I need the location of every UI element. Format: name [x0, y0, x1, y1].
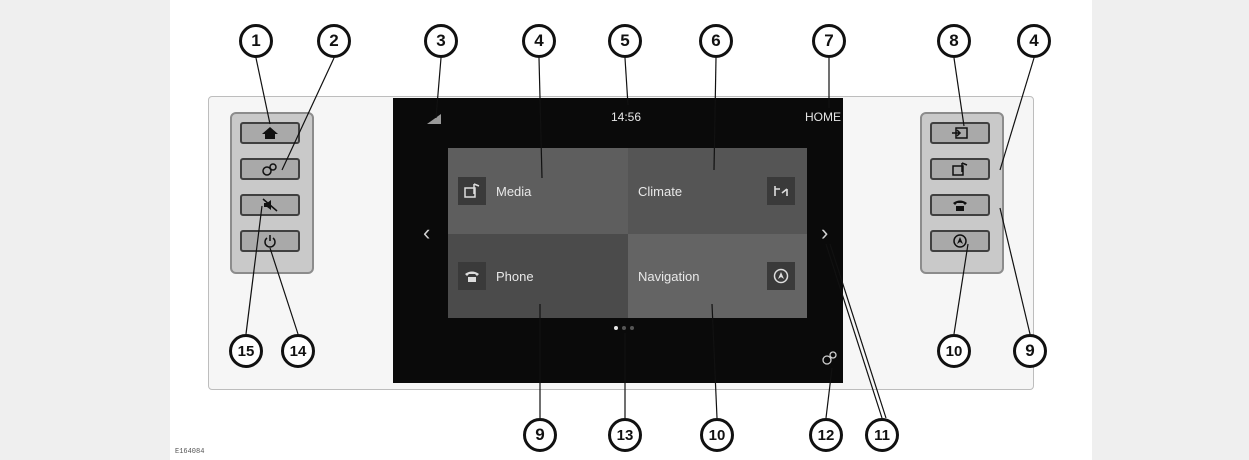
tile-navigation-label: Navigation — [638, 268, 700, 284]
power-icon — [264, 235, 276, 248]
phone-icon — [953, 200, 967, 211]
callout-8: 8 — [937, 24, 971, 58]
phone-button[interactable] — [930, 194, 990, 216]
leader-line — [999, 57, 1035, 171]
leader-line — [269, 247, 299, 335]
tile-phone[interactable]: Phone — [448, 234, 628, 318]
source-button[interactable] — [930, 122, 990, 144]
climate-icon — [774, 186, 788, 196]
leader-line — [255, 57, 271, 125]
home-icon — [262, 127, 278, 139]
page-dot-active — [614, 326, 618, 330]
mute-icon — [262, 198, 278, 212]
home-label[interactable]: HOME — [805, 110, 841, 124]
tile-media-label: Media — [496, 183, 532, 199]
leader-line — [435, 57, 442, 119]
navigation-tile-icon — [767, 262, 795, 290]
leader-line — [713, 57, 717, 171]
mute-button[interactable] — [240, 194, 300, 216]
navigation-icon — [953, 234, 967, 248]
callout-13: 13 — [608, 418, 642, 452]
leader-line — [624, 57, 629, 106]
callout-3: 3 — [424, 24, 458, 58]
right-button-panel — [920, 112, 1004, 274]
callout-4: 4 — [522, 24, 556, 58]
figure-code: E164084 — [175, 448, 205, 456]
phone-icon — [465, 271, 479, 282]
callout-14: 14 — [281, 334, 315, 368]
settings-link-icon — [262, 163, 277, 176]
source-icon — [952, 127, 968, 139]
callout-11: 11 — [865, 418, 899, 452]
callout-7: 7 — [812, 24, 846, 58]
tile-navigation[interactable]: Navigation — [628, 234, 807, 318]
chevron-left-icon[interactable]: ‹ — [423, 220, 431, 245]
signal-icon — [427, 114, 441, 124]
touchscreen: 14:56 HOME ‹ › Media Climate Phone Navig… — [393, 98, 843, 383]
callout-12: 12 — [809, 418, 843, 452]
page-dot — [630, 326, 634, 330]
media-button[interactable] — [930, 158, 990, 180]
media-icon — [464, 183, 480, 198]
leader-line — [711, 303, 718, 419]
tile-climate[interactable]: Climate — [628, 148, 807, 234]
page-dot — [622, 326, 626, 330]
climate-tile-icon — [767, 177, 795, 205]
media-tile-icon — [458, 177, 486, 205]
callout-4-right: 4 — [1017, 24, 1051, 58]
callout-10-right: 10 — [937, 334, 971, 368]
callout-9-right: 9 — [1013, 334, 1047, 368]
phone-tile-icon — [458, 262, 486, 290]
callout-9-left: 9 — [523, 418, 557, 452]
leader-line — [829, 243, 887, 419]
callout-5: 5 — [608, 24, 642, 58]
callout-2: 2 — [317, 24, 351, 58]
leader-line — [825, 367, 833, 419]
callout-15: 15 — [229, 334, 263, 368]
leader-line — [245, 205, 263, 335]
tile-climate-label: Climate — [638, 183, 683, 199]
settings-link-icon[interactable] — [821, 350, 839, 366]
power-button[interactable] — [240, 230, 300, 252]
leader-line — [953, 57, 965, 127]
navigation-button[interactable] — [930, 230, 990, 252]
page-dots — [614, 326, 634, 330]
callout-10-center: 10 — [700, 418, 734, 452]
chevron-right-icon[interactable]: › — [821, 220, 829, 245]
clock: 14:56 — [611, 110, 642, 124]
media-icon — [952, 162, 968, 176]
navigation-icon — [773, 268, 789, 284]
leader-line — [538, 57, 543, 179]
leader-line — [999, 207, 1031, 335]
tile-media[interactable]: Media — [448, 148, 628, 234]
callout-6: 6 — [699, 24, 733, 58]
leader-line — [281, 57, 335, 171]
leader-line — [825, 243, 883, 419]
callout-1: 1 — [239, 24, 273, 58]
leader-line — [953, 243, 969, 335]
tile-phone-label: Phone — [496, 268, 534, 284]
